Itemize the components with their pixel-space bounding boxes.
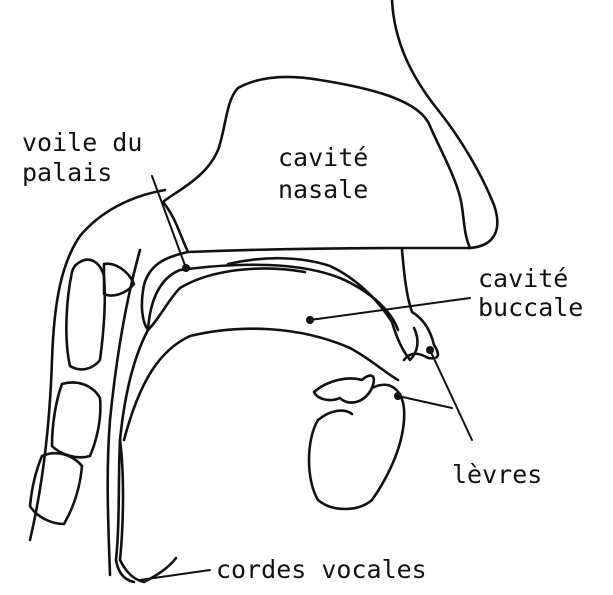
soft-palate-curve (142, 252, 305, 330)
pointer-levres-upper (430, 350, 472, 440)
lower-lip-jaw (309, 385, 404, 509)
label-levres: lèvres (452, 460, 542, 490)
pointer-levres-lower (398, 396, 452, 408)
pointer-cordes (140, 570, 210, 580)
label-cordes-vocales: cordes vocales (216, 555, 427, 585)
vertebra-4 (30, 453, 82, 524)
label-cavite-nasale-line1: cavité (278, 143, 368, 173)
label-cavite-buccale-line2: buccale (478, 293, 583, 323)
label-voile-du-palais-line1: voile du (22, 128, 142, 158)
epiglottis-larynx (120, 440, 176, 582)
label-cavite-nasale-line2: nasale (278, 175, 368, 205)
face-profile-nose (392, 0, 497, 248)
tongue (124, 329, 398, 440)
vertebra-1 (66, 260, 104, 370)
pointer-voile-dot (182, 264, 190, 272)
lower-teeth (314, 376, 374, 403)
pointer-levres-dot-lower (394, 392, 402, 400)
hard-palate (148, 265, 398, 330)
pointer-buccale-dot (306, 316, 314, 324)
label-voile-du-palais-line2: palais (22, 158, 112, 188)
label-cavite-buccale-line1: cavité (478, 264, 568, 294)
vertebra-3 (52, 383, 100, 458)
pointer-levres-dot-upper (426, 346, 434, 354)
spine-outline (30, 190, 165, 540)
